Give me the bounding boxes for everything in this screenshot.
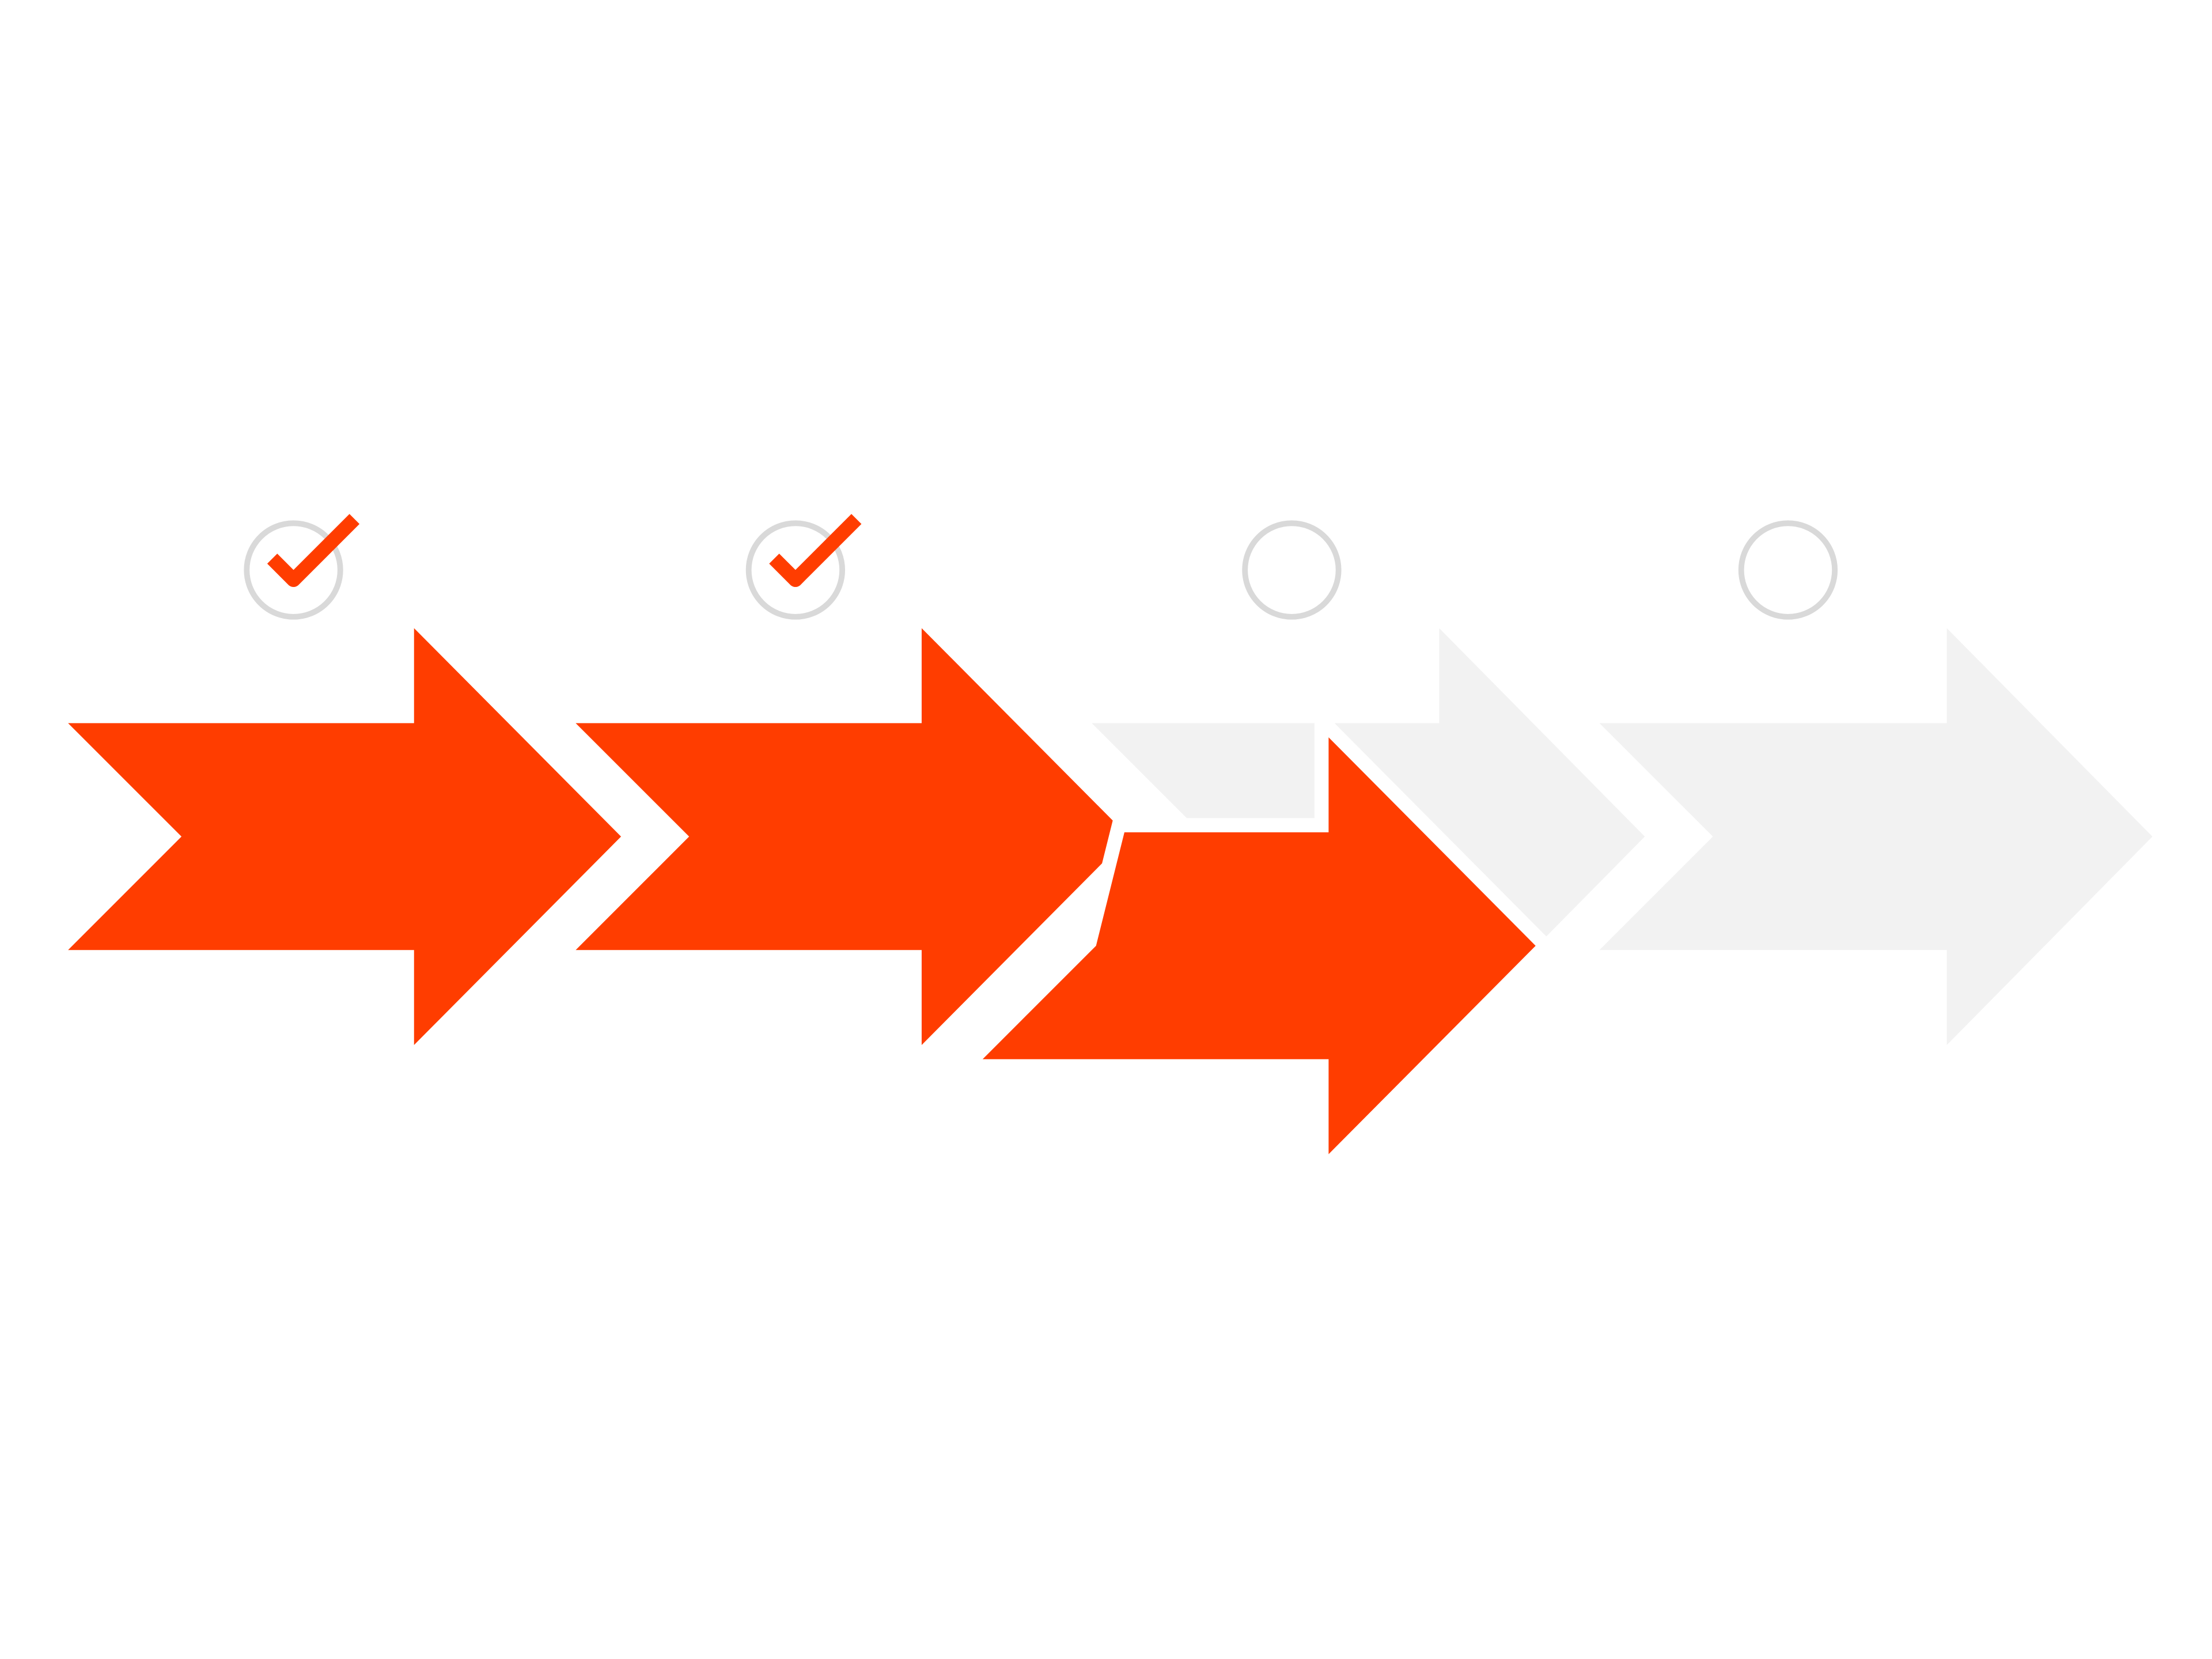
step-marker-2 — [745, 514, 862, 620]
diagram-group — [68, 514, 2153, 1189]
check-icon — [267, 514, 360, 588]
step-marker-3 — [1242, 520, 1342, 620]
circle-outline-icon — [1242, 520, 1342, 620]
step-marker-4 — [1738, 520, 1838, 620]
circle-outline-icon — [745, 520, 846, 620]
step-arrow-4-pending — [1599, 628, 2153, 1046]
arrows-layer — [68, 628, 2153, 1189]
status-markers — [244, 514, 1838, 620]
step-arrow-2-complete — [575, 628, 1129, 1046]
step-marker-1 — [244, 514, 360, 620]
circle-outline-icon — [244, 520, 343, 620]
step-arrow-1-complete — [68, 628, 622, 1046]
step-arrow-3-current — [982, 737, 1536, 1154]
circle-outline-icon — [1738, 520, 1838, 620]
check-icon — [769, 514, 862, 588]
